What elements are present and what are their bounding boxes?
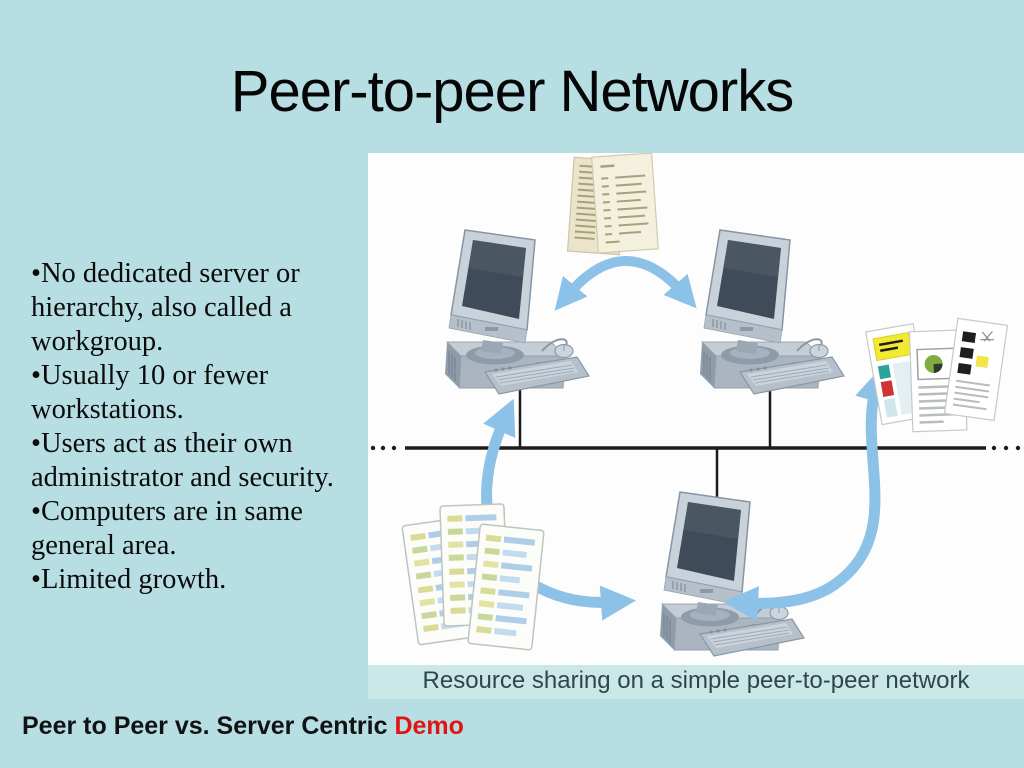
desktop-computer-illustration	[659, 491, 805, 657]
figure-panel	[368, 153, 1024, 665]
bullet-item: •Usually 10 or fewer workstations.	[31, 360, 269, 425]
bullet-item: •No dedicated server or hierarchy, also …	[31, 258, 300, 357]
transfer-arrow	[722, 366, 890, 622]
bullet-item: •Computers are in same general area.	[31, 496, 303, 561]
bullet-item: •Users act as their own administrator an…	[31, 428, 334, 493]
desktop-computer-illustration	[699, 229, 845, 395]
network-diagram	[370, 153, 1021, 657]
document-pages-icon	[566, 153, 659, 256]
footer-text: Peer to Peer vs. Server Centric Demo	[22, 712, 464, 741]
demo-link[interactable]: Demo	[394, 712, 464, 740]
footer-label: Peer to Peer vs. Server Centric	[22, 712, 395, 740]
figure-caption: Resource sharing on a simple peer-to-pee…	[368, 665, 1024, 699]
transfer-arrow	[554, 256, 697, 311]
spreadsheet-stack-icon	[401, 503, 545, 651]
bullet-item: •Limited growth.	[31, 564, 227, 595]
shared-documents-icon	[865, 317, 1009, 433]
slide-title: Peer-to-peer Networks	[230, 59, 794, 124]
desktop-computer-illustration	[444, 229, 590, 395]
bullet-list: •No dedicated server or hierarchy, also …	[31, 257, 389, 597]
